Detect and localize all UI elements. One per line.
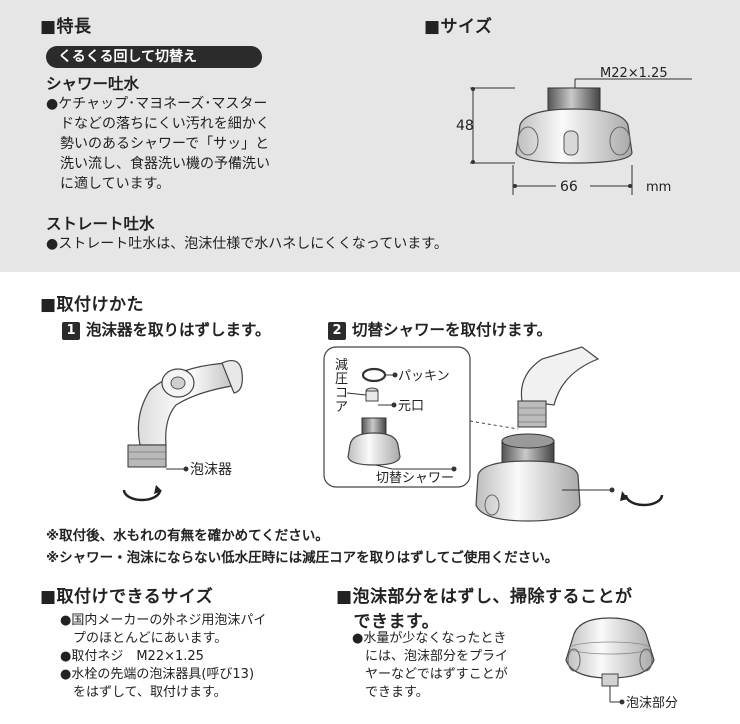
- step1-title: 1 泡沫器を取りはずします。: [62, 318, 270, 340]
- fit-item-3-line-1: ●水栓の先端の泡沫器具(呼び13): [60, 667, 255, 682]
- fit-item-1-line-2: プのほとんどにあいます。: [60, 631, 228, 646]
- shower-line-3: 勢いのあるシャワーで「サッ」と: [46, 136, 270, 152]
- cleaning-line-4: できます。: [352, 685, 429, 700]
- reducer-char-3: コ: [335, 386, 348, 401]
- step1-text: 泡沫器を取りはずします。: [86, 321, 271, 339]
- switch-pill-label: くるくる回して切替え: [46, 46, 262, 68]
- features-heading: ■特長: [40, 17, 92, 37]
- cleaning-line-1: ●水量が少なくなったとき: [352, 631, 507, 646]
- unit-label: mm: [646, 180, 671, 195]
- height-dimension: 48: [456, 118, 474, 134]
- shower-description: ●ケチャップ･マヨネーズ･マスター ドなどの落ちにくい汚れを細かく 勢いのあるシ…: [46, 94, 270, 194]
- step1-number: 1: [62, 322, 80, 340]
- step2-number: 2: [328, 322, 346, 340]
- aerator-label: 泡沫器: [190, 462, 232, 478]
- step1-illustration: 泡沫器: [122, 360, 243, 502]
- note-2: ※シャワー・泡沫にならない低水圧時には減圧コアを取りはずしてご使用ください。: [46, 550, 559, 566]
- packing-label: パッキン: [398, 369, 450, 384]
- fit-item-2-line-1: ●取付ネジ M22×1.25: [60, 649, 204, 664]
- fit-item-1-line-1: ●国内メーカーの外ネジ用泡沫パイ: [60, 613, 267, 628]
- step2-title: 2 切替シャワーを取付けます。: [328, 318, 552, 340]
- cleaning-heading: ■泡沫部分をはずし、掃除することが できます。: [336, 582, 633, 632]
- aerator-part-label: 泡沫部分: [626, 696, 678, 711]
- shower-line-5: に適しています。: [46, 176, 171, 192]
- reducer-char-4: ア: [335, 400, 348, 415]
- shower-line-1: ●ケチャップ･マヨネーズ･マスター: [46, 96, 268, 112]
- shower-line-2: ドなどの落ちにくい汚れを細かく: [46, 116, 270, 132]
- note-1: ※取付後、水もれの有無を確かめてください。: [46, 528, 329, 544]
- cleaning-heading-line-2: できます。: [336, 612, 440, 632]
- step2-text: 切替シャワーを取付けます。: [352, 321, 552, 339]
- fit-list: ●国内メーカーの外ネジ用泡沫パイ プのほとんどにあいます。 ●取付ネジ M22×…: [60, 612, 266, 702]
- cleaning-line-2: には、泡沫部分をプライ: [352, 649, 509, 664]
- cleaning-line-3: ヤーなどではずすことが: [352, 667, 508, 682]
- reducer-char-2: 圧: [335, 372, 348, 387]
- thread-size-label: M22×1.25: [600, 66, 668, 81]
- straight-description: ●ストレート吐水は、泡沫仕様で水ハネしにくくなっています。: [46, 236, 448, 252]
- step2-illustration: 減 圧 コ ア パッキン 元口 切替シャワー: [323, 346, 664, 522]
- fit-heading: ■取付けできるサイズ: [40, 587, 214, 607]
- cleaning-heading-line-1: ■泡沫部分をはずし、掃除することが: [336, 587, 633, 607]
- install-heading: ■取付けかた: [40, 295, 145, 315]
- shower-line-4: 洗い流し、食器洗い機の予備洗い: [46, 156, 270, 172]
- shower-title: シャワー吐水: [46, 75, 140, 93]
- size-diagram: M22×1.25 48 66 mm: [456, 66, 692, 195]
- cleaning-text: ●水量が少なくなったとき には、泡沫部分をプライ ヤーなどではずすことが できま…: [352, 630, 508, 702]
- fit-item-3-line-2: をはずして、取付けます。: [60, 685, 227, 700]
- cleaning-illustration: 泡沫部分: [565, 617, 678, 711]
- width-dimension: 66: [560, 179, 578, 195]
- size-heading: ■サイズ: [424, 17, 493, 37]
- shower-part-label: 切替シャワー: [376, 471, 454, 486]
- reducer-char-1: 減: [335, 357, 348, 373]
- straight-title: ストレート吐水: [46, 215, 155, 233]
- base-label: 元口: [398, 399, 424, 414]
